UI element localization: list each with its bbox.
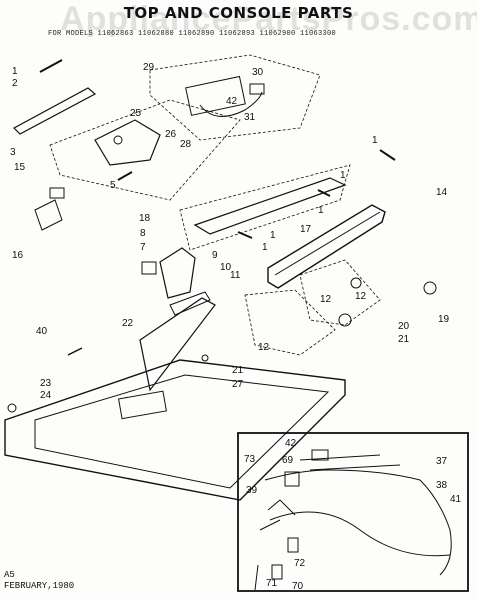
part-24-top-inner bbox=[34, 374, 330, 489]
part-17-console-bracket bbox=[193, 177, 347, 235]
callout-12b: 12 bbox=[355, 291, 367, 302]
callout-21b: 21 bbox=[232, 365, 244, 376]
callout-25: 25 bbox=[130, 108, 142, 119]
part-12-knob bbox=[350, 277, 362, 289]
part-5-screw bbox=[117, 171, 133, 181]
page-title: TOP AND CONSOLE PARTS bbox=[123, 4, 354, 22]
callout-29: 29 bbox=[143, 62, 155, 73]
callout-72: 72 bbox=[294, 558, 306, 569]
group-outline-knob-b bbox=[299, 259, 381, 326]
part-24-lint-opening bbox=[118, 390, 167, 420]
part-7-clip bbox=[141, 261, 157, 275]
callout-1f: 1 bbox=[262, 242, 268, 253]
page-code: A5 bbox=[4, 570, 15, 580]
callout-31: 31 bbox=[244, 112, 256, 123]
callout-11: 11 bbox=[230, 270, 241, 281]
callout-40: 40 bbox=[36, 326, 48, 337]
callout-16: 16 bbox=[12, 250, 24, 261]
callout-10: 10 bbox=[220, 262, 232, 273]
callout-15: 15 bbox=[14, 162, 26, 173]
callout-38: 38 bbox=[436, 480, 448, 491]
group-outline-switch bbox=[49, 99, 241, 201]
part-71-terminal bbox=[271, 564, 283, 580]
harness-main-cable bbox=[264, 469, 452, 576]
callout-12a: 12 bbox=[320, 294, 332, 305]
page-date: FEBRUARY,1980 bbox=[4, 581, 75, 591]
part-31-wiring bbox=[199, 91, 263, 117]
callout-37: 37 bbox=[436, 456, 448, 467]
callout-28: 28 bbox=[180, 139, 192, 150]
callout-73: 73 bbox=[244, 454, 256, 465]
callout-24: 24 bbox=[40, 390, 52, 401]
callout-19: 19 bbox=[438, 314, 450, 325]
part-29-timer bbox=[185, 75, 246, 116]
wiring-harness-inset bbox=[237, 432, 469, 592]
callout-1b: 1 bbox=[372, 135, 378, 146]
harness-terminals bbox=[259, 499, 296, 531]
part-39-connector bbox=[284, 471, 300, 487]
part-25-knob-stem bbox=[113, 135, 123, 145]
part-8-end-cap bbox=[159, 247, 196, 299]
callout-42b: 42 bbox=[285, 438, 297, 449]
part-1-screw-console-b bbox=[237, 231, 253, 239]
callout-70: 70 bbox=[292, 581, 304, 592]
part-2-mounting-strip bbox=[13, 87, 97, 135]
callout-20: 20 bbox=[398, 321, 410, 332]
part-19-knob bbox=[423, 281, 437, 295]
part-27-screw bbox=[201, 354, 209, 362]
callout-71: 71 bbox=[266, 578, 278, 589]
group-outline-knob-a bbox=[244, 289, 336, 356]
callout-39: 39 bbox=[246, 485, 258, 496]
part-24-top-panel bbox=[4, 359, 346, 501]
part-23-screw bbox=[7, 403, 17, 413]
callout-1e: 1 bbox=[270, 230, 276, 241]
callout-27: 27 bbox=[232, 379, 244, 390]
callout-2: 2 bbox=[12, 78, 18, 89]
part-31-connector bbox=[249, 83, 265, 95]
callout-26: 26 bbox=[165, 129, 177, 140]
part-1-screw-console bbox=[317, 189, 331, 197]
part-11-console-panel bbox=[267, 204, 386, 289]
callout-69: 69 bbox=[282, 455, 294, 466]
group-outline-timer bbox=[149, 54, 321, 141]
callout-14: 14 bbox=[436, 187, 448, 198]
group-outline-console bbox=[179, 164, 351, 251]
callout-12c: 12 bbox=[258, 342, 270, 353]
part-1-screw bbox=[39, 59, 63, 73]
callout-23: 23 bbox=[40, 378, 52, 389]
callout-3: 3 bbox=[10, 147, 16, 158]
callout-8: 8 bbox=[140, 228, 146, 239]
callout-21a: 21 bbox=[398, 334, 410, 345]
model-subtitle: FOR MODELS 11062863 11062880 11062890 11… bbox=[48, 30, 337, 38]
part-15-bracket bbox=[49, 187, 65, 199]
part-26-switch bbox=[94, 119, 161, 166]
callout-42a: 42 bbox=[226, 96, 238, 107]
callout-41: 41 bbox=[450, 494, 462, 505]
callout-17: 17 bbox=[300, 224, 312, 235]
part-20-knob bbox=[338, 313, 352, 327]
callout-1d: 1 bbox=[318, 205, 324, 216]
callout-22: 22 bbox=[122, 318, 134, 329]
harness-leads bbox=[299, 454, 401, 471]
part-72-connector bbox=[287, 537, 299, 553]
callout-30: 30 bbox=[252, 67, 264, 78]
part-16-clip bbox=[34, 199, 63, 231]
callout-5: 5 bbox=[110, 180, 116, 191]
harness-secondary-cable bbox=[269, 511, 451, 557]
callout-7: 7 bbox=[140, 242, 146, 253]
part-1-screw-right bbox=[379, 149, 396, 161]
part-40-clip bbox=[67, 347, 83, 356]
callout-labels: 1 2 29 30 42 31 25 26 28 3 5 15 16 1 14 … bbox=[10, 62, 462, 592]
callout-1a: 1 bbox=[12, 66, 18, 77]
part-22-lint-screen-frame bbox=[139, 297, 216, 392]
part-69-connector bbox=[311, 449, 329, 461]
callout-1c: 1 bbox=[340, 170, 346, 181]
part-22-top-flap bbox=[169, 291, 211, 316]
callout-18: 18 bbox=[139, 213, 151, 224]
callout-9: 9 bbox=[212, 250, 218, 261]
